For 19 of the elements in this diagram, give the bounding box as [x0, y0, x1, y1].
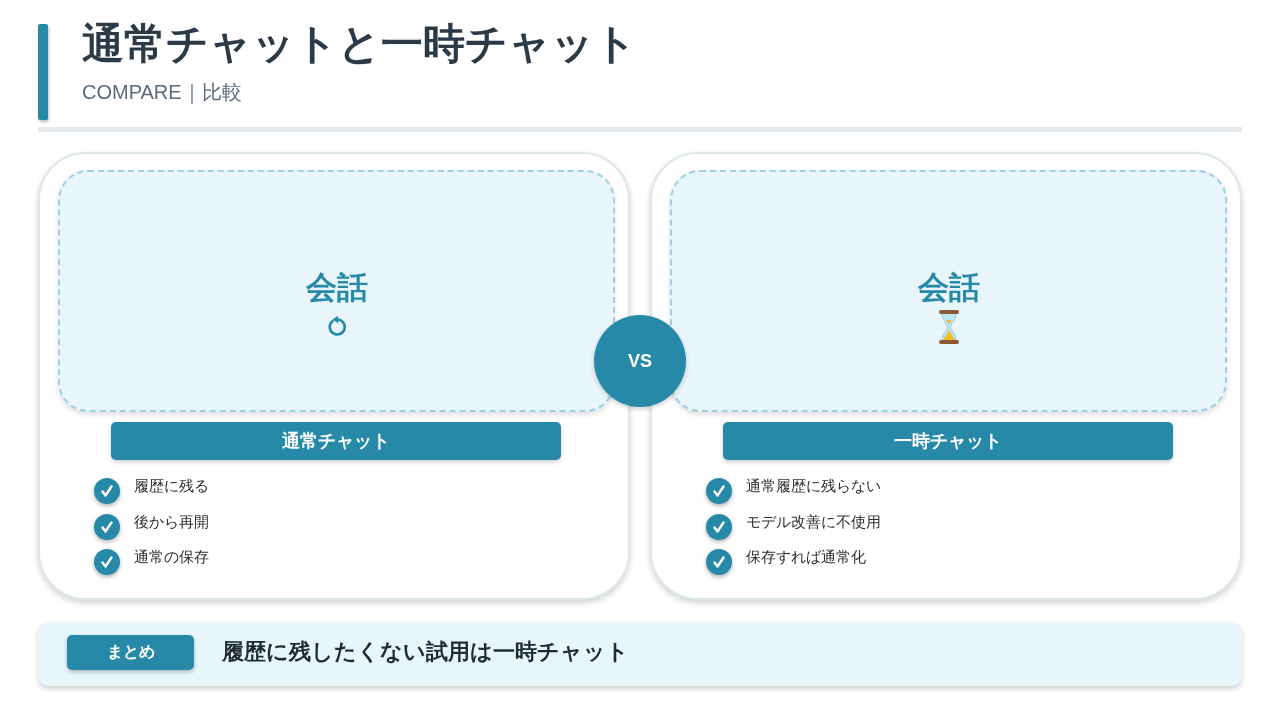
list-item-text: 保存すれば通常化	[746, 547, 866, 567]
slide-title: 通常チャットと一時チャット	[82, 19, 637, 69]
title-banner: 通常チャット	[111, 422, 561, 460]
list-item-text: 履歴に残る	[134, 476, 209, 496]
comparison-card	[650, 152, 1242, 600]
comparison-card	[38, 152, 630, 600]
summary-text: 履歴に残したくない試用は一時チャット	[222, 638, 629, 666]
dashed-panel	[58, 170, 615, 412]
summary-tag: まとめ	[67, 635, 194, 670]
title-banner: 一時チャット	[723, 422, 1173, 460]
summary-band	[38, 622, 1242, 686]
subtitle-text: COMPARE｜比較	[82, 80, 242, 106]
dashed-panel	[670, 170, 1227, 412]
list-item-text: 通常履歴に残らない	[746, 476, 881, 496]
panel-heading: 会話	[305, 269, 368, 307]
list-item-text: モデル改善に不使用	[746, 511, 881, 532]
panel-heading: 会話	[917, 269, 980, 307]
list-item-text: 後から再開	[134, 511, 209, 532]
list-item-text: 通常の保存	[134, 547, 209, 567]
